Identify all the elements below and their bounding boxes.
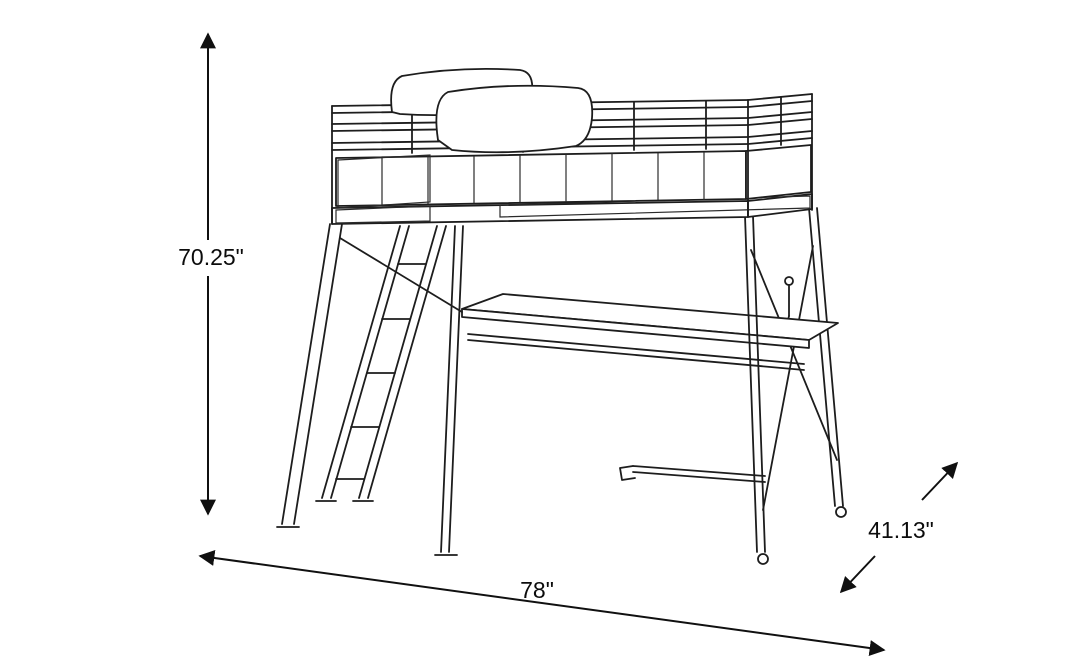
dimension-depth: 41.13" (839, 461, 959, 594)
support-brace (339, 237, 463, 313)
bed-drawing (276, 67, 847, 565)
pillows (390, 67, 594, 154)
dimension-height: 70.25" (178, 32, 244, 516)
guardrail-side (747, 93, 813, 211)
caster-wheel (757, 553, 769, 565)
depth-arrow-lower (839, 555, 876, 594)
ladder (315, 225, 447, 502)
desk-front-edge (461, 308, 810, 349)
dimension-width: 78" (198, 550, 886, 656)
lower-stretcher (619, 465, 766, 483)
width-dimension-label: 78" (520, 577, 554, 603)
height-dimension-label: 70.25" (178, 244, 244, 270)
width-arrow (198, 550, 886, 656)
depth-arrow-upper (921, 461, 959, 501)
mattress (335, 144, 812, 209)
mattress-shading (337, 154, 431, 209)
right-front-leg (744, 215, 769, 565)
left-front-leg (276, 223, 343, 528)
caster-wheel (835, 506, 847, 518)
desk (461, 293, 839, 371)
depth-dimension-label: 41.13" (868, 517, 934, 543)
right-legs (750, 207, 847, 518)
desk-support-leg (434, 225, 464, 556)
pillow-striped (435, 84, 594, 154)
